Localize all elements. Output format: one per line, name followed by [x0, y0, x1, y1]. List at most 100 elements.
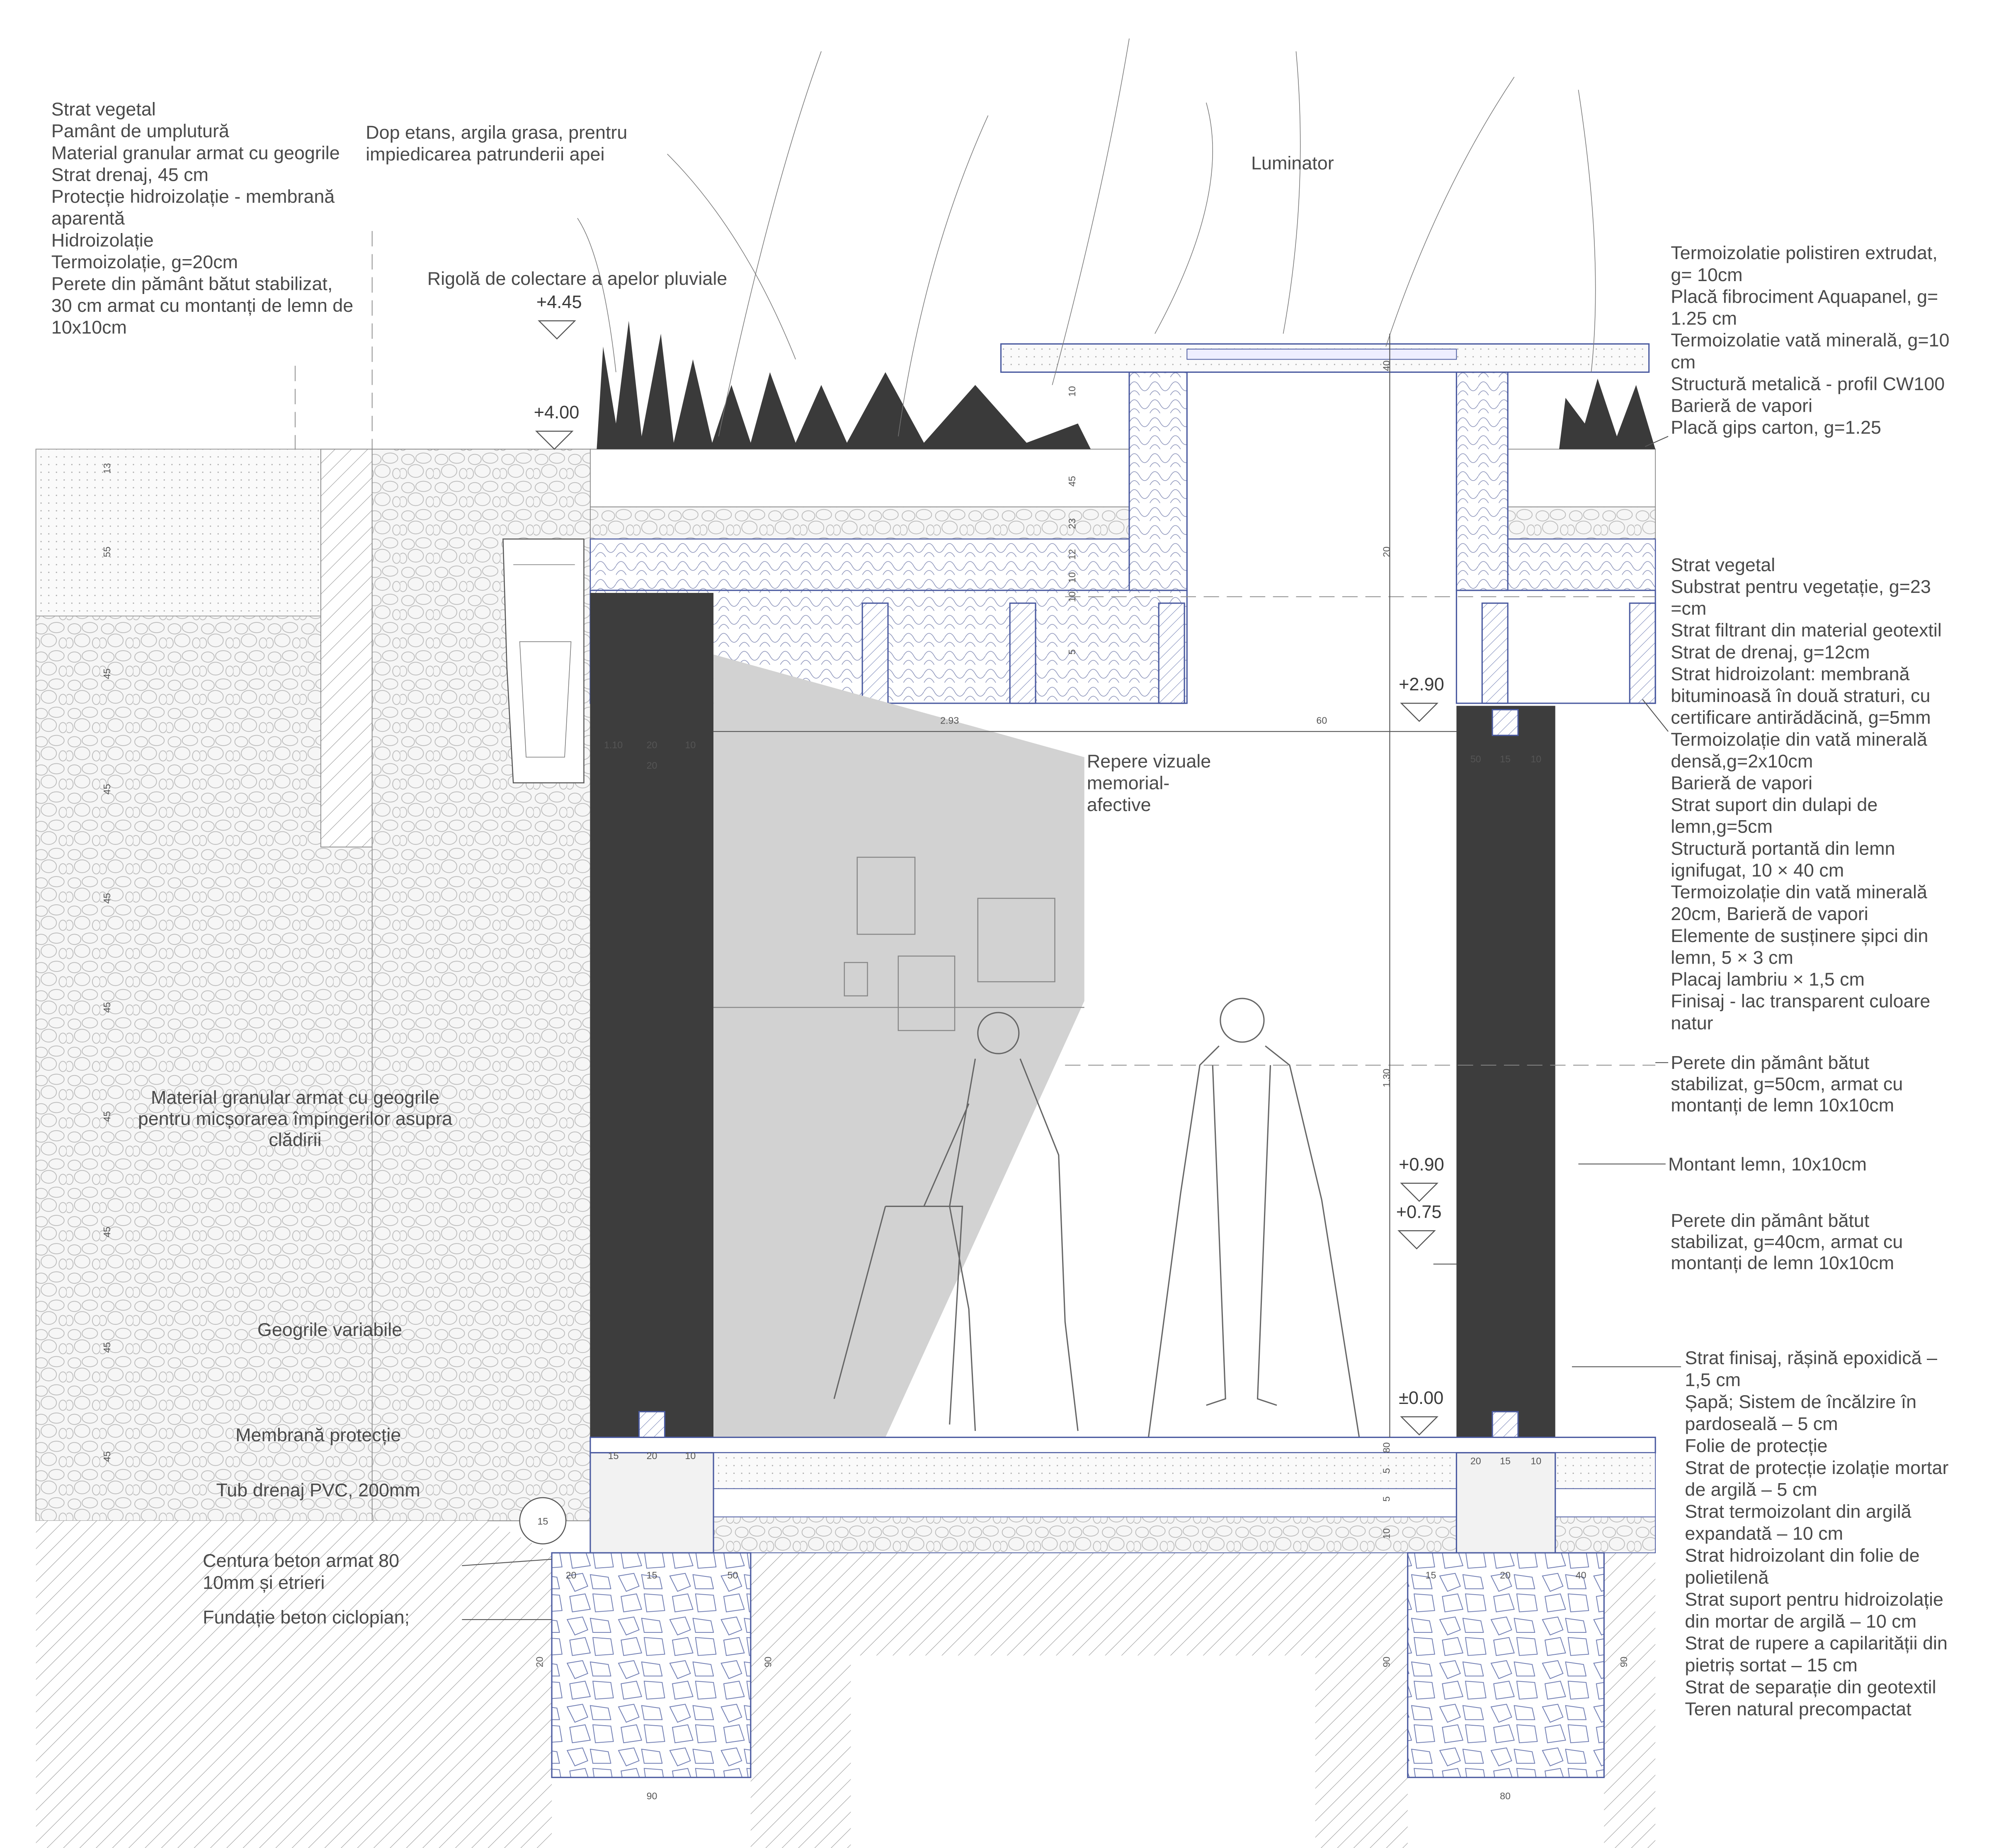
- annotation-line: Strat vegetal: [51, 99, 156, 120]
- annotation-line: ignifugat, 10 × 40 cm: [1671, 860, 1844, 881]
- annotation-line: Elemente de susținere șipci din: [1671, 925, 1928, 946]
- annotation-line: Termoizolație, g=20cm: [51, 251, 238, 272]
- annotation-line: 20cm, Barieră de vapori: [1671, 903, 1868, 924]
- dimension-label: 5: [1381, 1496, 1392, 1502]
- vegetation-illustration: [577, 38, 1656, 449]
- dimension-label: 10: [1381, 1528, 1392, 1539]
- dimension-label: 40: [1576, 1570, 1586, 1581]
- annotation-line: Termoizolatie vată minerală, g=10: [1671, 330, 1949, 351]
- annotation-line: Rigolă de colectare a apelor pluviale: [427, 268, 727, 289]
- retaining-wall: [320, 449, 373, 848]
- level-marker: +0.90: [1399, 1155, 1444, 1202]
- visual-memorial-projection: [713, 654, 1084, 1438]
- dimension-label: 55: [102, 546, 112, 557]
- annotation-line: stabilizat, g=40cm, armat cu: [1671, 1231, 1903, 1252]
- annotation-line: =cm: [1671, 598, 1706, 619]
- annotation-line: Placă gips carton, g=1.25: [1671, 417, 1881, 438]
- annotation-line: Strat finisaj, rășină epoxidică –: [1685, 1347, 1937, 1368]
- annotation-line: Perete din pământ bătut: [1671, 1210, 1870, 1231]
- dimension-label: 10: [685, 1450, 696, 1461]
- level-triangle-icon: [1400, 702, 1438, 722]
- annotation-line: 1,5 cm: [1685, 1369, 1741, 1390]
- dimension-label: 10: [1067, 572, 1077, 583]
- annotation-line: de argilă – 5 cm: [1685, 1479, 1817, 1500]
- dimension-label: 20: [1381, 546, 1392, 557]
- annotation-line: 10mm și etrieri: [203, 1572, 325, 1593]
- annotation-line: Strat suport din dulapi de: [1671, 794, 1877, 815]
- annotation-line: Structură portantă din lemn: [1671, 838, 1895, 859]
- annotation-line: Strat drenaj, 45 cm: [51, 164, 209, 185]
- dimension-label: 45: [102, 1111, 112, 1122]
- annotation-line: Hidroizolație: [51, 229, 154, 250]
- annotation-line: Repere vizuale: [1087, 750, 1211, 772]
- annotation-line: Termoizolație din vată minerală: [1671, 882, 1927, 903]
- annotation-line: 30 cm armat cu montanți de lemn de: [51, 295, 353, 316]
- annotation-line: Termoizolație din vată minerală: [1671, 729, 1927, 750]
- annotation-line: Strat suport pentru hidroizolație: [1685, 1588, 1943, 1610]
- annotation-roof-right: Termoizolatie polistiren extrudat,g= 10c…: [1671, 242, 1949, 438]
- annotation-line: Dop etans, argila grasa, prentru: [366, 121, 627, 143]
- leader-lines: [295, 231, 1681, 1620]
- level-label: +2.90: [1399, 675, 1444, 695]
- annotation-line: afective: [1087, 794, 1151, 815]
- dimension-label: 1.30: [1381, 1068, 1392, 1087]
- timber-post-left: [638, 1411, 666, 1438]
- dimension-label: 20: [534, 1656, 545, 1667]
- dimension-label: 90: [647, 1790, 657, 1801]
- dimension-label: 15: [1500, 1456, 1511, 1467]
- annotation-line: Strat de protecție izolație mortar: [1685, 1457, 1948, 1478]
- dimension-label: 90: [1381, 1656, 1392, 1667]
- annotation-line: Termoizolatie polistiren extrudat,: [1671, 242, 1938, 263]
- dimension-label: 45: [102, 1226, 112, 1237]
- level-triangle-icon: [1397, 1230, 1436, 1250]
- cyclopean-foundation-right: [1407, 1552, 1605, 1778]
- annotation-line: memorial-: [1087, 772, 1169, 794]
- annotation-line: expandată – 10 cm: [1685, 1523, 1843, 1544]
- dimension-label: 20: [1500, 1570, 1511, 1581]
- natural-ground: [36, 1520, 552, 1848]
- dimension-label: 45: [102, 1002, 112, 1013]
- annotation-line: Strat vegetal: [1671, 554, 1775, 575]
- annotation-line: Strat termoizolant din argilă: [1685, 1501, 1911, 1522]
- annotation-line: Luminator: [1251, 153, 1334, 174]
- annotation-line: Fundație beton ciclopian;: [203, 1606, 410, 1627]
- level-triangle-icon: [538, 320, 576, 340]
- annotation-line: g= 10cm: [1671, 264, 1742, 285]
- dimension-label: 2.93: [940, 715, 959, 726]
- dimension-label: 10: [1531, 754, 1541, 765]
- annotation-line: din mortar de argilă – 10 cm: [1685, 1610, 1916, 1632]
- annotation-line: Protecție hidroizolație - membrană: [51, 186, 335, 207]
- level-label: +0.90: [1399, 1155, 1444, 1175]
- dimension-label: 10: [1067, 591, 1077, 602]
- dimension-label: 40: [1381, 360, 1392, 371]
- dimension-label: 12: [1067, 549, 1077, 560]
- cyclopean-foundation-left: [551, 1552, 752, 1778]
- annotation-line: Centura beton armat 80: [203, 1550, 399, 1571]
- skylight-upstand-left: [1128, 372, 1188, 591]
- rammed-earth-wall-50cm: [590, 593, 714, 1438]
- annotation-fundatie: Fundație beton ciclopian;: [203, 1606, 410, 1627]
- wall-frames: [713, 857, 1084, 1031]
- dimension-label: 15: [647, 1570, 657, 1581]
- drain-pipe: [519, 1497, 567, 1544]
- annotation-line: polietilenă: [1685, 1566, 1768, 1588]
- dimension-label: 1.10: [604, 739, 623, 750]
- annotation-line: montanți de lemn 10x10cm: [1671, 1094, 1894, 1115]
- dimension-label: 15: [1500, 754, 1511, 765]
- annotation-line: montanți de lemn 10x10cm: [1671, 1252, 1894, 1273]
- annotation-line: Barieră de vapori: [1671, 395, 1812, 416]
- roof-substrate: [589, 449, 1188, 508]
- annotation-line: Placaj lambriu × 1,5 cm: [1671, 969, 1865, 990]
- dimension-label: 20: [1470, 1456, 1481, 1467]
- annotation-line: pentru micșorarea împingerilor asupra: [138, 1108, 452, 1129]
- ring-beam-left: [589, 1452, 714, 1554]
- dimension-label: 50: [1470, 754, 1481, 765]
- annotation-line: pardoseală – 5 cm: [1685, 1413, 1838, 1434]
